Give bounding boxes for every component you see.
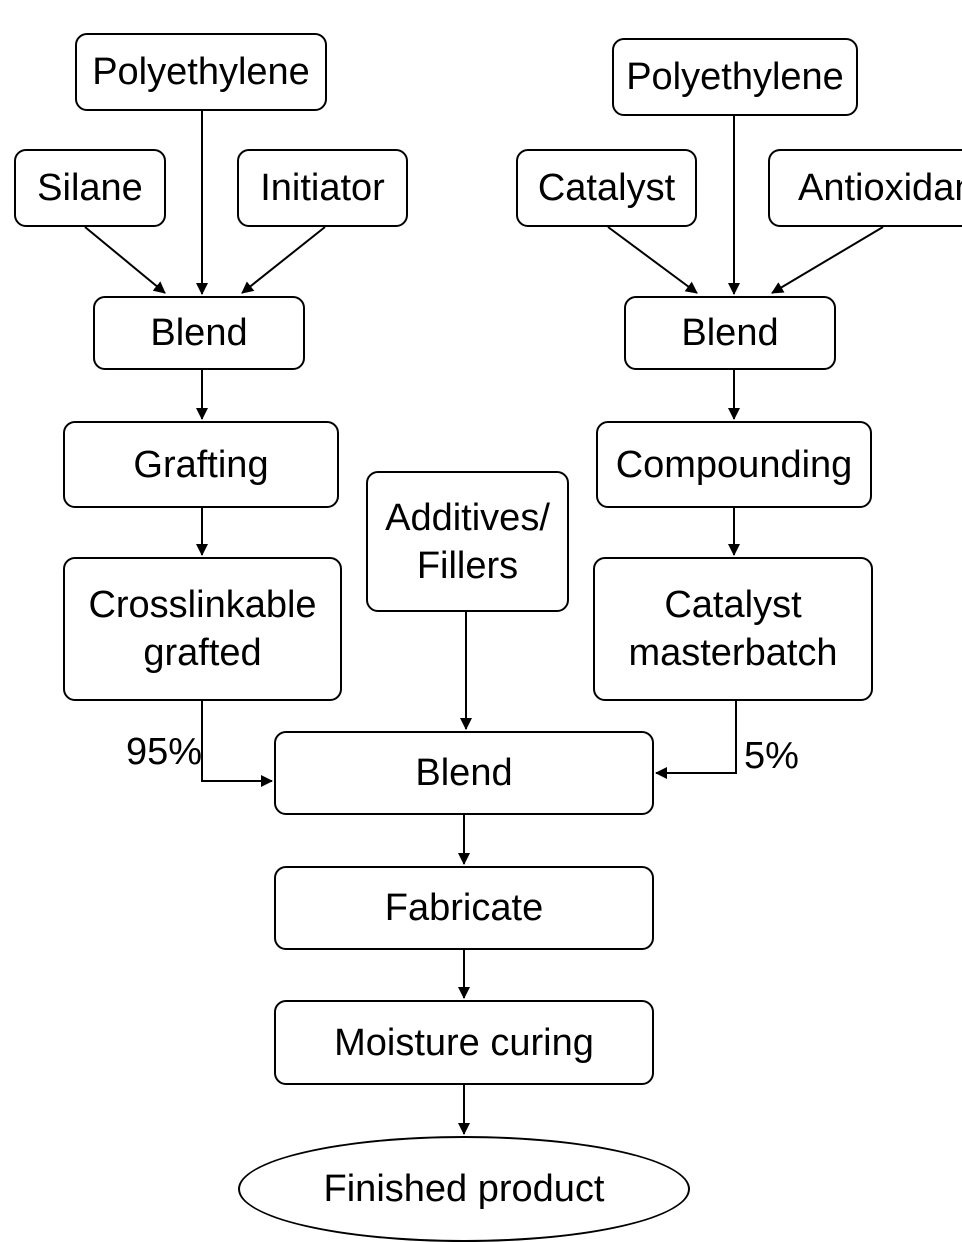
catalyst-node: Catalyst — [516, 149, 697, 227]
grafting-node: Grafting — [63, 421, 339, 508]
center-blend-node: Blend — [274, 731, 654, 815]
arrow-crosslinkable-to-center-blend — [201, 701, 273, 787]
moisture-curing-node: Moisture curing — [274, 1000, 654, 1085]
right-blend-node: Blend — [624, 296, 836, 370]
left-blend-node: Blend — [93, 296, 305, 370]
right-ratio-label: 5% — [744, 735, 799, 777]
finished-product-node: Finished product — [238, 1136, 690, 1242]
arrow-masterbatch-to-center-blend — [655, 701, 737, 779]
compounding-node: Compounding — [596, 421, 872, 508]
fabricate-node: Fabricate — [274, 866, 654, 950]
arrow-initiator-to-blend — [241, 226, 326, 294]
antioxidant-node: Antioxidant — [768, 149, 962, 227]
arrow-antioxidant-to-blend — [771, 226, 884, 294]
left-ratio-label: 95% — [126, 731, 203, 773]
catalyst-masterbatch-node: Catalyst masterbatch — [593, 557, 873, 701]
silane-node: Silane — [14, 149, 166, 227]
arrow-silane-to-blend — [84, 226, 166, 294]
additives-fillers-node: Additives/ Fillers — [366, 471, 569, 612]
right-polyethylene-node: Polyethylene — [612, 38, 858, 116]
initiator-node: Initiator — [237, 149, 408, 227]
arrow-catalyst-to-blend — [607, 226, 698, 294]
left-polyethylene-node: Polyethylene — [75, 33, 327, 111]
crosslinkable-grafted-node: Crosslinkable grafted — [63, 557, 342, 701]
